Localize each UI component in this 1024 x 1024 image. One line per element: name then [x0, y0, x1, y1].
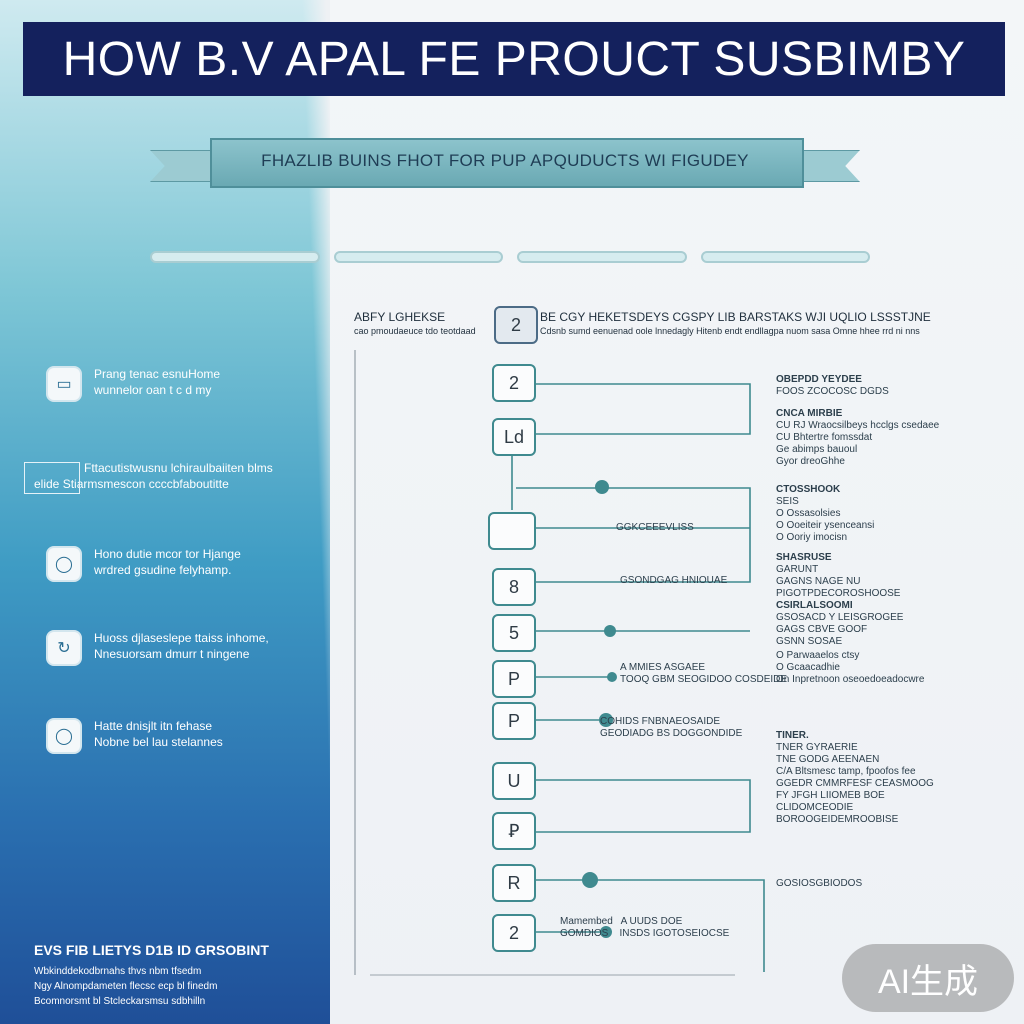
title-bar: HOW B.V APAL FE PROUCT SUSBIMBY [23, 22, 1005, 96]
right-block: CNCA MIRBIE CU RJ Wraocsilbeys hcclgs cs… [776, 408, 986, 468]
right-line: GSOSACD Y LEISGROGEE [776, 612, 904, 623]
chat-icon: ▭ [46, 366, 82, 402]
right-line: Ge abimps bauoul [776, 444, 858, 455]
right-line: FOOS ZCOCOSC DGDS [776, 386, 889, 397]
flow-header-mid: BE CGY HEKETSDEYS CGSPY LIB BARSTAKS WJI… [540, 310, 931, 324]
feature-frame [24, 462, 80, 494]
right-line: O Ossasolsies [776, 508, 841, 519]
flow-note: GSONDGAG HNIOUAE [620, 575, 728, 586]
circle-icon: ◯ [46, 718, 82, 754]
right-line: GARUNT [776, 564, 819, 575]
right-line: GSNN SOSAE [776, 636, 843, 647]
step-box: 8 [492, 568, 536, 606]
feature-item: ◯ Hatte dnisjlt itn fehase Nobne bel lau… [46, 718, 294, 754]
flow-note: GGKCEEEVLISS [616, 522, 694, 533]
flow-header-left: ABFY LGHEKSE [354, 310, 446, 324]
bottom-line: Bcomnorsmt bl Stcleckarsmsu sdbhilln [34, 996, 206, 1007]
right-line: C/A Bltsmesc tamp, fpoofos fee [776, 766, 916, 777]
flow-note: Mamembed A UUDS DOE GOMDIOS INSDS IGOTOS… [560, 916, 730, 939]
right-block: SHASRUSE GARUNT GAGNS NAGE NU PIGOTPDECO… [776, 552, 986, 600]
feature-line: Hatte dnisjlt itn fehase [94, 719, 213, 733]
step-box: Ld [492, 418, 536, 456]
bottom-line: Wbkinddekodbrnahs thvs nbm tfsedm [34, 966, 202, 977]
right-line: CU RJ Wraocsilbeys hcclgs csedaee [776, 420, 940, 431]
right-line: On Inpretnoon oseoedoeadocwre [776, 674, 925, 685]
circle-icon: ◯ [46, 546, 82, 582]
right-block: TINER. TNER GYRAERIE TNE GODG AEENAEN C/… [776, 730, 986, 826]
right-line: GGEDR CMMRFESF CEASMOOG [776, 778, 934, 789]
right-line: GAGS CBVE GOOF [776, 624, 868, 635]
right-heading: CNCA MIRBIE [776, 408, 843, 419]
right-line: TNER GYRAERIE [776, 742, 858, 753]
right-line: O Parwaaelos ctsy [776, 650, 860, 661]
step-box: 5 [492, 614, 536, 652]
right-line: O Ooeiteir ysenceansi [776, 520, 875, 531]
divider-segment [150, 251, 320, 263]
right-line: SEIS [776, 496, 799, 507]
divider-segment [700, 251, 870, 263]
flow-header-mid-sub: Cdsnb sumd eenuenad oole lnnedagly Hiten… [540, 326, 920, 336]
divider-segment [517, 251, 687, 263]
feature-item: ↻ Huoss djlaseslepe ttaiss inhome, Nnesu… [46, 630, 294, 666]
step-box: 2 [492, 914, 536, 952]
page-title: HOW B.V APAL FE PROUCT SUSBIMBY [62, 32, 966, 86]
decorative-divider [150, 246, 870, 266]
flow-header: ABFY LGHEKSE cao pmoudaeuce tdo teotdaad… [354, 310, 994, 350]
step-box: 2 [492, 364, 536, 402]
flow-note: A MMIES ASGAEE TOOQ GBM SEOGIDOO COSDEID… [620, 662, 788, 685]
feature-item-boxed: Fttacutistwusnu lchiraulbaiiten blms eli… [24, 460, 284, 494]
feature-line: Fttacutistwusnu lchiraulbaiiten blms [84, 461, 273, 475]
right-line: BOROOGEIDEMROOBISE [776, 814, 899, 825]
right-line: Gyor dreoGhhe [776, 456, 845, 467]
right-block: CTOSSHOOK SEIS O Ossasolsies O Ooeiteir … [776, 484, 986, 544]
step-box: U [492, 762, 536, 800]
bottom-heading: EVS FIB LIETYS D1B ID GRSOBINT [34, 942, 269, 958]
ribbon-body [210, 138, 804, 188]
bottom-line: Ngy Alnompdameten flecsc ecp bl finedm [34, 981, 218, 992]
ai-generated-badge: AI生成 [842, 944, 1014, 1012]
right-line: GOSIOSGBIODOS [776, 878, 863, 889]
feature-line: Hono dutie mcor tor Hjange [94, 547, 241, 561]
right-line: TNE GODG AEENAEN [776, 754, 880, 765]
right-line: FY JFGH LIIOMEB BOE [776, 790, 885, 801]
right-block: O Parwaaelos ctsy O Gcaacadhie On Inpret… [776, 650, 986, 686]
right-heading: CSIRLALSOOMI [776, 600, 853, 611]
refresh-icon: ↻ [46, 630, 82, 666]
right-line: O Ooriy imocisn [776, 532, 848, 543]
feature-line: Prang tenac esnuHome [94, 367, 221, 381]
feature-line: wunnelor oan t c d my [94, 383, 212, 397]
feature-line: elide Stiarmsmescon ccccbfaboutitte [34, 477, 229, 491]
right-line: GAGNS NAGE NU PIGOTPDECOROSHOOSE [776, 576, 901, 599]
feature-line: Nobne bel lau stelannes [94, 735, 223, 749]
right-block: OBEPDD YEYDEE FOOS ZCOCOSC DGDS [776, 374, 986, 398]
bottom-left-text: EVS FIB LIETYS D1B ID GRSOBINT Wbkinddek… [34, 942, 294, 1009]
step-box [488, 512, 536, 550]
right-line: CLIDOMCEODIE [776, 802, 854, 813]
right-block: CSIRLALSOOMI GSOSACD Y LEISGROGEE GAGS C… [776, 600, 986, 648]
ribbon-banner: FHAZLIB BUINS FHOT FOR PUP APQUDUCTS WI … [150, 134, 860, 194]
feature-item: ▭ Prang tenac esnuHome wunnelor oan t c … [46, 366, 294, 402]
feature-item: ◯ Hono dutie mcor tor Hjange wrdred gsud… [46, 546, 294, 582]
step-box: Ꝑ [492, 812, 536, 850]
banner-text: FHAZLIB BUINS FHOT FOR PUP APQUDUCTS WI … [261, 151, 749, 170]
step-box: P [492, 702, 536, 740]
feature-line: Huoss djlaseslepe ttaiss inhome, [94, 631, 269, 645]
flow-header-left-sub: cao pmoudaeuce tdo teotdaad [354, 326, 476, 336]
step-box: P [492, 660, 536, 698]
divider-segment [333, 251, 503, 263]
right-block: GOSIOSGBIODOS [776, 878, 986, 890]
right-heading: TINER. [776, 730, 809, 741]
flow-note: COHIDS FNBNAEOSAIDE GEODIADG BS DOGGONDI… [600, 716, 743, 739]
feature-line: Nnesuorsam dmurr t ningene [94, 647, 250, 661]
right-heading: SHASRUSE [776, 552, 832, 563]
step-box: 2 [494, 306, 538, 344]
step-box: R [492, 864, 536, 902]
right-heading: OBEPDD YEYDEE [776, 374, 862, 385]
right-line: CU Bhtertre fomssdat [776, 432, 873, 443]
right-heading: CTOSSHOOK [776, 484, 841, 495]
right-line: O Gcaacadhie [776, 662, 840, 673]
feature-line: wrdred gsudine felyhamp. [94, 563, 232, 577]
